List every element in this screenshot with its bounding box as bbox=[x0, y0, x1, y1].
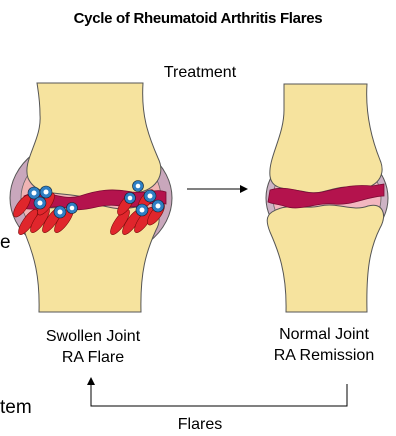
normal-joint-illustration bbox=[266, 84, 388, 312]
normal-joint-label: Normal Joint RA Remission bbox=[252, 324, 396, 366]
swollen-joint-illustration bbox=[10, 83, 172, 312]
normal-joint-label-line2: RA Remission bbox=[252, 345, 396, 366]
swollen-joint-upper-bone bbox=[27, 83, 161, 197]
cutoff-text-fragment-1: e bbox=[0, 232, 11, 254]
flares-connector bbox=[91, 378, 347, 406]
normal-joint-label-line1: Normal Joint bbox=[252, 324, 396, 345]
swollen-joint-label-line1: Swollen Joint bbox=[20, 326, 166, 347]
cutoff-text-fragment-2: tem bbox=[0, 397, 32, 419]
normal-joint-upper-bone bbox=[270, 84, 382, 193]
flares-label: Flares bbox=[150, 414, 250, 435]
swollen-joint-label: Swollen Joint RA Flare bbox=[20, 326, 166, 368]
normal-joint-lower-bone bbox=[267, 205, 383, 312]
swollen-joint-label-line2: RA Flare bbox=[20, 347, 166, 368]
